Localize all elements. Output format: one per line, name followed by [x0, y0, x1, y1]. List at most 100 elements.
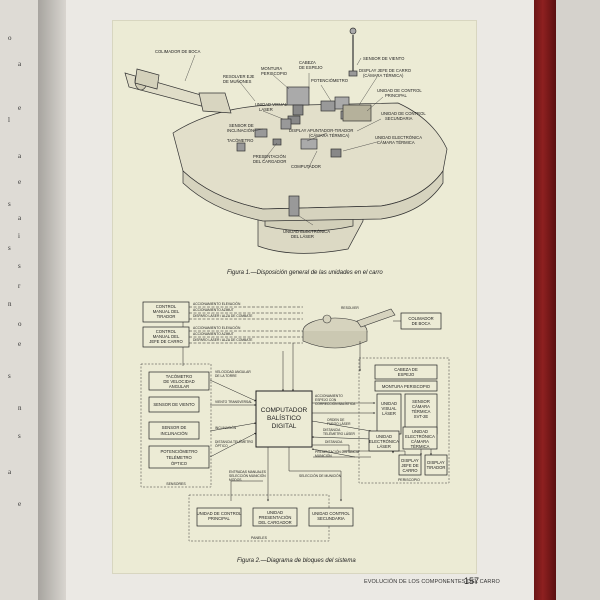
block-label: BALÍSTICO [267, 413, 301, 422]
label-unidad-visual-2: LASER [259, 107, 273, 112]
label-presentacion-2: DEL CARGADOR [253, 159, 286, 164]
block-label: DISPLAY [427, 460, 445, 465]
block-unidad-secundaria [308, 507, 354, 527]
block-electronica-laser [368, 430, 400, 452]
block-cabeza [374, 364, 438, 380]
block-label: DE VELOCIDAD [163, 379, 194, 384]
label-potenciometro: POTENCIÓMETRO [311, 78, 349, 83]
label-sensor-inclinacion-1: SENSOR DE [229, 123, 254, 128]
label-cabeza-2: DE ESPEJO [299, 65, 323, 70]
signal-label: ACCIONAMIENTO [315, 394, 343, 398]
left-page-text-fragment: i [18, 232, 20, 240]
figure2-tank-sketch [302, 308, 396, 349]
block-colimador [400, 312, 442, 330]
label-montura-1: MONTURA [261, 66, 282, 71]
block-label: CABEZA DE [394, 367, 418, 372]
block-label: DIGITAL [272, 423, 297, 430]
label-computador: COMPUTADOR [291, 164, 321, 169]
left-page-text-fragment: o [8, 34, 12, 42]
figure1-tank-drawing [124, 27, 448, 254]
figure2-signal-labels: ACCIONAMIENTO ELEVACIÓN ACCIONAMIENTO AZ… [193, 301, 360, 482]
block-electronica-camara [402, 426, 438, 450]
signal-label: MUNICIÓN [315, 453, 332, 458]
signal-label: RESOLVER [341, 306, 359, 310]
label-colimador-de-boca: COLIMADOR DE BOCA [155, 49, 201, 54]
signal-label: FUEGO LÁSER [327, 422, 351, 426]
block-label: MONTURA PERISCOPIO [382, 384, 431, 389]
block-label: ELECTRÓNICA [369, 439, 399, 444]
book-cover-edge [534, 0, 556, 600]
group-label-sensores: SENSORES [166, 482, 186, 486]
label-montura-2: PERISCOPIO [261, 71, 288, 76]
block-unidad-presentacion [252, 507, 298, 527]
signal-label: DISTANCIA TELÉMETRO [215, 439, 254, 444]
block-label: ELECTRÓNICA [405, 434, 435, 439]
block-label: TELÉMETRO [166, 455, 192, 460]
group-label-periscopio: PERISCOPIO [398, 478, 420, 482]
block-label: LÁSER [377, 444, 391, 449]
block-label: TIRADOR [157, 314, 176, 319]
signal-label: VELOCIDAD ANGULAR [215, 370, 251, 374]
block-label: CONTROL [156, 329, 177, 334]
block-sensor-viento [148, 396, 200, 413]
label-electronica-camara-2: CÁMARA TÉRMICA [377, 140, 415, 145]
signal-label: ACCIONAMIENTO AZIMUT [193, 308, 234, 312]
block-display-jefe [398, 454, 422, 476]
signal-label: SELECCIÓN MUNICIÓN [229, 473, 266, 478]
signal-label: DE LA TORRE [215, 374, 237, 378]
label-electronica-laser-2: DEL LÁSER [291, 234, 314, 239]
block-label: CONTROL [156, 304, 177, 309]
group-periscopio [358, 357, 450, 484]
block-label: TÉRMICA [412, 409, 431, 414]
left-page-text-fragment: s [8, 372, 11, 380]
figure2-blocks [142, 301, 448, 527]
block-label: SENSOR [412, 399, 430, 404]
label-electronica-camara-1: UNIDAD ELECTRÓNICA [375, 135, 422, 140]
left-page-text-fragment: e [18, 104, 22, 112]
block-label: UNIDAD DE CONTROL [197, 511, 242, 516]
label-display-jefe-2: (CÁMARA TÉRMICA) [363, 73, 404, 78]
page-number: 157 [464, 576, 480, 586]
label-unidad-principal-1: UNIDAD DE CONTROL [377, 88, 422, 93]
background [556, 0, 600, 600]
figure-plate: COLIMADOR DE BOCA SENSOR DE VIENTO RESOL… [112, 20, 477, 574]
figure2-block-labels: CONTROL MANUAL DEL TIRADOR CONTROL MANUA… [149, 304, 445, 525]
group-sensores [140, 363, 212, 488]
label-resolver-2: DE MUÑONES [223, 79, 252, 84]
label-presentacion-1: PRESENTACIÓN [253, 154, 286, 159]
label-sensor-inclinacion-2: INCLINACIÓN [227, 128, 254, 133]
left-page-text-fragment: a [18, 214, 22, 222]
left-page-text-fragment: s [18, 432, 21, 440]
left-page-text-fragment: e [18, 178, 22, 186]
figure2-group-labels: SENSORES PERISCOPIO PANELES [166, 478, 420, 540]
label-display-tirador-2: (CÁMARA TÉRMICA) [309, 133, 350, 138]
signal-label: PRESENTACIÓN DISTANCIA [315, 449, 360, 454]
block-label: SENSOR DE VIENTO [153, 402, 195, 407]
block-label: POTENCIÓMETRO [161, 449, 199, 454]
left-page-text-fragment: n [8, 300, 12, 308]
left-page-text-fragment: o [18, 320, 22, 328]
label-tacometro: TACÓMETRO [227, 138, 254, 143]
block-label: LÁSER [382, 411, 396, 416]
block-label: UNIDAD [412, 429, 428, 434]
left-page-text-fragment: e [18, 340, 22, 348]
block-label: TIRADOR [427, 465, 446, 470]
block-label: ÓPTICO [171, 461, 188, 466]
block-label: VISUAL [382, 406, 398, 411]
block-label: SECUNDARIA [317, 516, 345, 521]
block-label: SENSOR DE [162, 425, 187, 430]
block-label: MANUAL DEL [153, 334, 180, 339]
figure1-labels: COLIMADOR DE BOCA SENSOR DE VIENTO RESOL… [155, 49, 426, 239]
block-label: CARRO [402, 468, 418, 473]
left-page-text-fragment: s [8, 200, 11, 208]
left-page-text-fragment: a [18, 152, 22, 160]
block-sensor-inclinacion [148, 421, 200, 440]
signal-label: ESPEJO CON [315, 398, 337, 402]
left-page-text-fragment: n [18, 404, 22, 412]
block-unidad-visual [376, 393, 402, 435]
signal-label: DISTANCIA [323, 428, 341, 432]
block-label: JEFE DE [401, 463, 418, 468]
signal-label: VIENTO TRANSVERSAL [215, 400, 252, 404]
left-page-text-fragment: l [8, 116, 10, 124]
